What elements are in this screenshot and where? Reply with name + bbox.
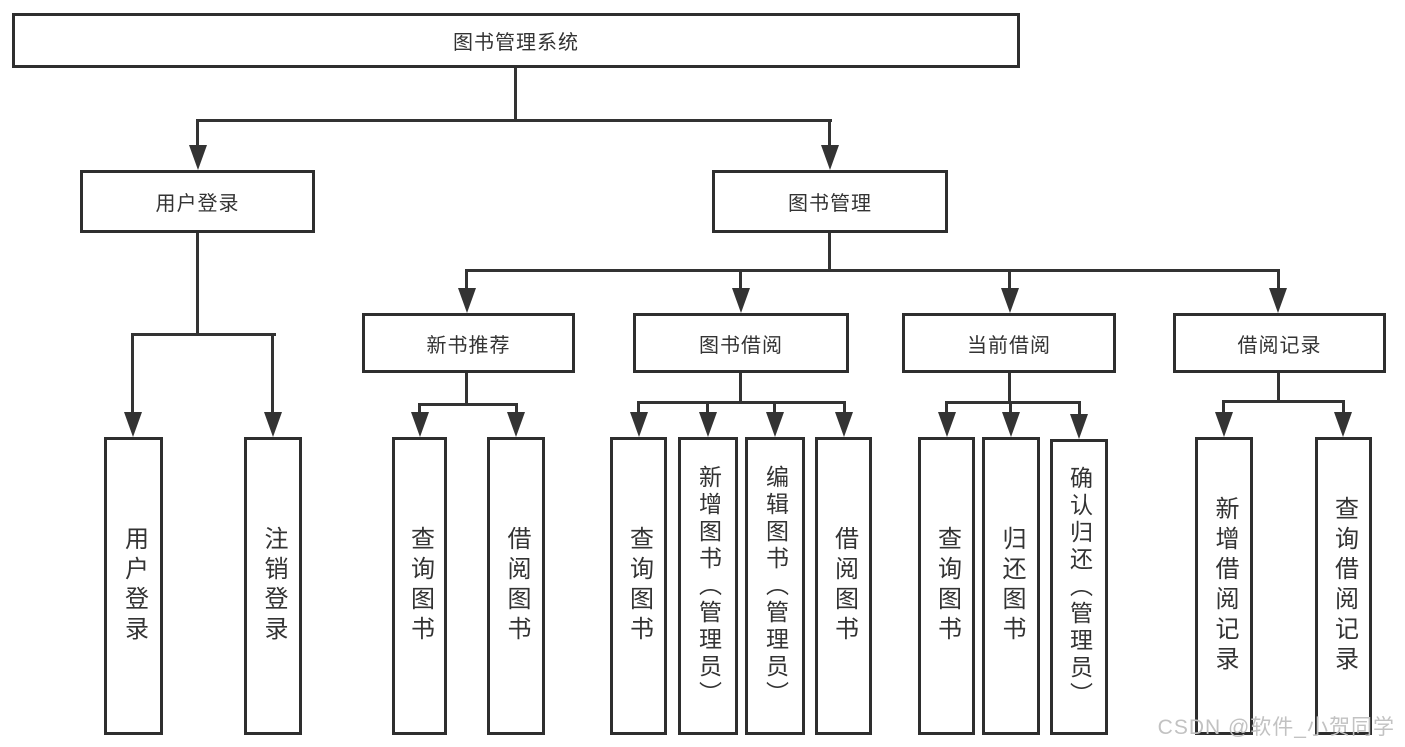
node-book-borrow-label: 图书借阅: [699, 334, 783, 357]
node-book-borrow: 图书借阅: [633, 313, 849, 373]
leaf-logout: 注销登录: [244, 437, 302, 735]
leaf-current-query-book-label: 查询图书: [933, 526, 961, 646]
connector-stem-g4-leaf2: [1009, 401, 1012, 415]
connector-stem-login-leaf: [131, 333, 134, 415]
leaf-recommend-query-book: 查询图书: [392, 437, 447, 735]
node-current-borrow: 当前借阅: [902, 313, 1116, 373]
leaf-borrow-query-book-label: 查询图书: [625, 526, 653, 646]
leaf-add-book-admin-label: 新增图书（管理员）: [695, 464, 722, 708]
connector-stem-g5-leaf2: [1342, 400, 1345, 415]
arrowhead-g3-leaf3: [766, 412, 784, 437]
arrowhead-g2-leaf2: [507, 412, 525, 437]
arrowhead-g5-leaf1: [1215, 412, 1233, 437]
arrowhead-g4-leaf1: [938, 412, 956, 437]
connector-stem-g5-leaf1: [1222, 400, 1225, 415]
connector-stem-g3-leaf4: [843, 401, 846, 415]
connector-new-book-branch: [418, 403, 518, 406]
connector-borrow-records-stem: [1277, 373, 1280, 402]
leaf-recommend-borrow-book-label: 借阅图书: [503, 526, 530, 646]
connector-book-management-branch: [465, 269, 1280, 272]
leaf-return-book-label: 归还图书: [998, 526, 1025, 646]
arrowhead-g5-leaf2: [1334, 412, 1352, 437]
arrowhead-user-login: [189, 145, 207, 170]
node-root: 图书管理系统: [12, 13, 1020, 68]
connector-new-book-stem: [465, 373, 468, 405]
leaf-user-login-label: 用户登录: [120, 526, 148, 646]
connector-book-borrow-stem: [739, 373, 742, 403]
leaf-confirm-return-admin-label: 确认归还（管理员）: [1066, 465, 1093, 709]
node-root-label: 图书管理系统: [453, 32, 579, 54]
arrowhead-g3-leaf4: [835, 412, 853, 437]
node-current-borrow-label: 当前借阅: [967, 334, 1051, 357]
node-user-login-label: 用户登录: [155, 193, 240, 215]
connector-stem-g2-leaf1: [418, 403, 421, 415]
connector-user-login-stem: [196, 233, 199, 336]
connector-stem-current-borrow: [1008, 269, 1011, 293]
connector-borrow-records-branch: [1222, 400, 1345, 403]
node-book-management: 图书管理: [712, 170, 948, 233]
connector-stem-g2-leaf2: [515, 403, 518, 415]
connector-book-borrow-branch: [637, 401, 846, 404]
leaf-add-borrow-record: 新增借阅记录: [1195, 437, 1253, 735]
node-user-login: 用户登录: [80, 170, 315, 233]
leaf-edit-book-admin: 编辑图书（管理员）: [745, 437, 805, 735]
leaf-query-borrow-record-label: 查询借阅记录: [1330, 496, 1358, 676]
connector-stem-user-login: [196, 119, 199, 149]
arrowhead-book-management: [821, 145, 839, 170]
connector-stem-new-book: [465, 269, 468, 293]
connector-root-stem: [514, 68, 517, 121]
connector-stem-g4-leaf1: [945, 401, 948, 415]
connector-stem-g3-leaf1: [637, 401, 640, 415]
connector-stem-logout-leaf: [271, 333, 274, 415]
connector-book-management-stem: [828, 233, 831, 272]
node-new-book-recommend-label: 新书推荐: [426, 334, 511, 357]
connector-stem-borrow-records: [1277, 269, 1280, 293]
connector-stem-g4-leaf3: [1078, 401, 1081, 415]
leaf-recommend-query-book-label: 查询图书: [406, 526, 434, 646]
leaf-borrow-query-book: 查询图书: [610, 437, 667, 735]
leaf-add-book-admin: 新增图书（管理员）: [678, 437, 738, 735]
node-book-management-label: 图书管理: [788, 193, 872, 215]
arrowhead-g3-leaf2: [699, 412, 717, 437]
leaf-borrow-borrow-book: 借阅图书: [815, 437, 872, 735]
leaf-user-login: 用户登录: [104, 437, 163, 735]
leaf-logout-label: 注销登录: [260, 526, 287, 646]
node-new-book-recommend: 新书推荐: [362, 313, 575, 373]
arrowhead-logout-leaf: [264, 412, 282, 437]
arrowhead-login-leaf: [124, 412, 142, 437]
leaf-confirm-return-admin: 确认归还（管理员）: [1050, 439, 1108, 735]
leaf-current-query-book: 查询图书: [918, 437, 975, 735]
arrowhead-borrow-records: [1269, 288, 1287, 313]
connector-stem-book-borrow: [739, 269, 742, 293]
leaf-edit-book-admin-label: 编辑图书（管理员）: [762, 464, 789, 708]
connector-stem-g3-leaf3: [773, 401, 776, 415]
connector-current-borrow-branch: [945, 401, 1081, 404]
leaf-recommend-borrow-book: 借阅图书: [487, 437, 545, 735]
arrowhead-g4-leaf3: [1070, 414, 1088, 439]
arrowhead-new-book: [458, 288, 476, 313]
connector-user-login-branch: [131, 333, 276, 336]
connector-current-borrow-stem: [1008, 373, 1011, 403]
connector-root-branch: [196, 119, 832, 122]
arrowhead-g2-leaf1: [411, 412, 429, 437]
leaf-return-book: 归还图书: [982, 437, 1040, 735]
csdn-watermark: CSDN @软件_小贺同学: [1157, 716, 1395, 739]
connector-stem-g3-leaf2: [706, 401, 709, 415]
arrowhead-g4-leaf2: [1002, 412, 1020, 437]
leaf-borrow-borrow-book-label: 借阅图书: [830, 526, 858, 646]
node-borrow-records: 借阅记录: [1173, 313, 1386, 373]
leaf-add-borrow-record-label: 新增借阅记录: [1211, 496, 1238, 676]
arrowhead-g3-leaf1: [630, 412, 648, 437]
connector-stem-book-management: [828, 119, 831, 149]
leaf-query-borrow-record: 查询借阅记录: [1315, 437, 1372, 735]
node-borrow-records-label: 借阅记录: [1237, 334, 1322, 357]
arrowhead-book-borrow: [732, 288, 750, 313]
arrowhead-current-borrow: [1001, 288, 1019, 313]
